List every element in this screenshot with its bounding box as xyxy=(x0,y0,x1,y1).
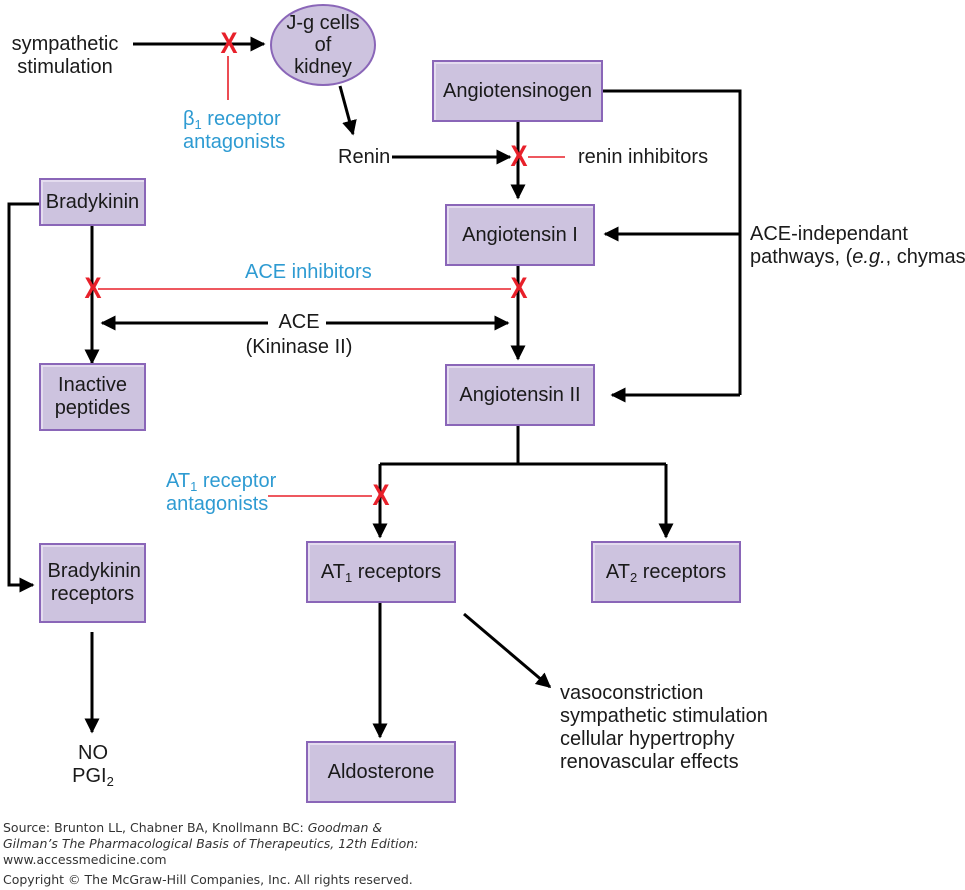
label-pgi2: PGI2 xyxy=(72,765,114,788)
label-kininase: (Kininase II) xyxy=(245,336,353,358)
node-bradykinin: Bradykinin xyxy=(39,178,146,226)
label-ace-inhibitors: ACE inhibitors xyxy=(245,261,372,283)
at1-suffix: receptors xyxy=(352,560,442,583)
node-inactive-peptides: Inactive peptides xyxy=(39,363,146,431)
at1-antag-prefix: AT xyxy=(166,470,191,492)
node-at2-receptors-label: AT2 receptors xyxy=(606,561,726,584)
label-at1-antag-line2: antagonists xyxy=(166,493,269,515)
label-sympathetic-line2: stimulation xyxy=(17,56,113,78)
label-ace-independent-line2: pathways, (e.g., chymase) xyxy=(750,246,965,269)
beta1-sub: 1 xyxy=(194,117,202,132)
label-no-pgi2: NO PGI2 xyxy=(72,742,114,788)
label-no: NO xyxy=(78,742,108,764)
effect-item: cellular hypertrophy xyxy=(560,728,735,750)
pgi-prefix: PGI xyxy=(72,765,107,787)
ace-ind-eg: e.g. xyxy=(852,246,886,268)
node-bradykinin-receptors: Bradykinin receptors xyxy=(39,543,146,623)
node-aldosterone: Aldosterone xyxy=(306,741,456,803)
source-line2: Gilman’s The Pharmacological Basis of Th… xyxy=(3,836,419,851)
label-ace-independent-line1: ACE-independant xyxy=(750,223,908,245)
effect-item: vasoconstriction xyxy=(560,682,704,704)
node-angiotensin-ii-label: Angiotensin II xyxy=(459,383,581,406)
at1-prefix: AT xyxy=(320,560,345,583)
beta1-suffix: receptor xyxy=(201,108,281,130)
node-at1-receptors-label: AT1 receptors xyxy=(321,561,441,584)
node-angiotensin-i-label: Angiotensin I xyxy=(462,223,578,246)
at1-antag-suffix: receptor xyxy=(197,470,277,492)
arrow-at1-to-effects xyxy=(463,612,552,689)
label-at1-antagonists: AT1 receptor antagonists xyxy=(166,470,276,516)
effect-item: renovascular effects xyxy=(560,751,739,773)
arrow-jg-to-renin xyxy=(338,85,357,136)
beta1-prefix: β xyxy=(183,108,195,130)
label-sympathetic-stimulation: sympathetic stimulation xyxy=(0,33,130,79)
node-bradykinin-label: Bradykinin xyxy=(45,190,140,213)
label-ace-independent: ACE-independant pathways, (e.g., chymase… xyxy=(750,223,965,269)
block-mark-icon: X xyxy=(372,479,390,512)
label-renin-inhibitors: renin inhibitors xyxy=(578,146,709,168)
label-at1-antag-line1: AT1 receptor xyxy=(166,470,276,493)
label-effects-list: vasoconstriction sympathetic stimulation… xyxy=(560,682,768,774)
node-angiotensin-ii: Angiotensin II xyxy=(445,364,595,426)
ace-independent-bracket xyxy=(603,89,742,395)
node-at1-receptors: AT1 receptors xyxy=(306,541,456,603)
node-angiotensinogen-label: Angiotensinogen xyxy=(442,79,592,102)
effect-item: sympathetic stimulation xyxy=(560,705,768,727)
label-sympathetic-line1: sympathetic xyxy=(11,33,119,55)
source-authors: Source: Brunton LL, Chabner BA, Knollman… xyxy=(3,820,308,835)
at2-suffix: receptors xyxy=(637,560,727,583)
label-renin: Renin xyxy=(338,146,391,168)
ace-ind-part-a: pathways, ( xyxy=(750,246,853,268)
source-title-part1: Goodman & xyxy=(307,820,383,835)
at1-sub: 1 xyxy=(344,569,353,585)
pgi-sub: 2 xyxy=(106,774,114,789)
source-line1: Source: Brunton LL, Chabner BA, Knollman… xyxy=(3,820,382,835)
block-mark-icon: X xyxy=(510,140,528,173)
at1-antag-sub: 1 xyxy=(190,479,198,494)
node-at2-receptors: AT2 receptors xyxy=(591,541,741,603)
at2-sub: 2 xyxy=(629,569,638,585)
ace-ind-part-b: , chymase) xyxy=(885,246,965,268)
source-url[interactable]: www.accessmedicine.com xyxy=(3,852,167,867)
label-ace: ACE xyxy=(278,311,320,333)
arrow-bradykinin-to-receptors xyxy=(7,202,39,593)
block-mark-icon: X xyxy=(220,27,238,60)
node-bradykinin-receptors-label: Bradykinin receptors xyxy=(47,560,141,605)
label-beta1-line2: antagonists xyxy=(183,131,286,153)
node-jg-cells: J-g cells of kidney xyxy=(270,4,376,86)
node-inactive-peptides-label: Inactive peptides xyxy=(54,374,131,419)
node-jg-cells-label: J-g cells of kidney xyxy=(286,12,360,78)
node-angiotensinogen: Angiotensinogen xyxy=(432,60,603,122)
node-aldosterone-label: Aldosterone xyxy=(327,760,435,783)
block-mark-icon: X xyxy=(84,272,102,305)
copyright: Copyright © The McGraw-Hill Companies, I… xyxy=(3,872,413,887)
label-beta1-line1: β1 receptor xyxy=(183,108,285,131)
label-beta1-antagonists: β1 receptor antagonists xyxy=(183,108,285,154)
block-mark-icon: X xyxy=(510,272,528,305)
at2-prefix: AT xyxy=(605,560,630,583)
node-angiotensin-i: Angiotensin I xyxy=(445,204,595,266)
